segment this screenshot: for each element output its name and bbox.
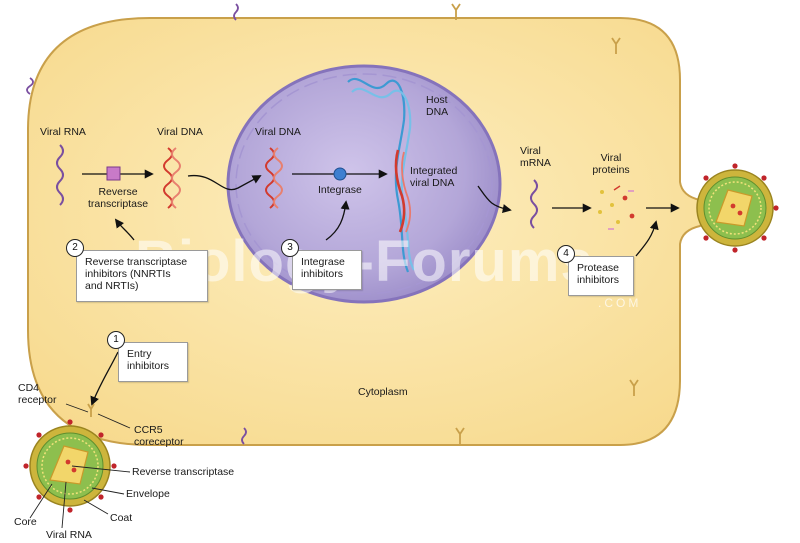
label-cd4-receptor: CD4 receptor: [18, 382, 57, 406]
label-viral-mrna: Viral mRNA: [520, 145, 551, 169]
watermark-sub: .COM: [598, 296, 642, 310]
viral-dna-helix-1: [163, 147, 181, 209]
label-viral-rna: Viral RNA: [40, 126, 86, 138]
integrase-inhibitor-arrow: [325, 200, 350, 241]
rt-inhibitor-arrow: [114, 218, 135, 241]
rt-inhibitors-box: Reverse transcriptase inhibitors (NNRTIs…: [76, 250, 208, 302]
label-viral-dna-1: Viral DNA: [157, 126, 203, 138]
rt-inhibitors-text: Reverse transcriptase inhibitors (NNRTIs…: [85, 256, 188, 292]
step-1-badge: 1: [107, 331, 125, 349]
label-envelope: Envelope: [126, 488, 170, 500]
label-ccr5-coreceptor: CCR5 coreceptor: [134, 424, 184, 448]
label-virion-viral-rna: Viral RNA: [46, 529, 92, 541]
label-reverse-transcriptase: Reverse transcriptase: [87, 186, 149, 210]
label-integrated-viral-dna: Integrated viral DNA: [410, 165, 458, 189]
viral-dna-helix-2: [265, 147, 283, 209]
viral-protein-fragments: [598, 185, 635, 230]
integrase-enzyme: [333, 167, 347, 181]
protease-inhibitor-arrow: [635, 220, 659, 257]
protease-inhibitors-box: Protease inhibitors: [568, 256, 634, 296]
free-virion: [29, 425, 111, 507]
label-integrase: Integrase: [318, 184, 362, 196]
entry-inhibitors-text: Entry inhibitors: [127, 348, 170, 372]
label-cytoplasm: Cytoplasm: [358, 386, 408, 398]
integrase-inhibitors-box: Integrase inhibitors: [292, 250, 362, 290]
label-viral-proteins: Viral proteins: [592, 152, 630, 176]
step-3-badge: 3: [281, 239, 299, 257]
label-coat: Coat: [110, 512, 133, 524]
label-host-dna: Host DNA: [426, 94, 449, 118]
watermark: Biology-Forums: [135, 229, 594, 294]
entry-inhibitors-box: Entry inhibitors: [118, 342, 188, 382]
step-2-badge: 2: [66, 239, 84, 257]
mrna-export-arrow: [477, 185, 512, 214]
step-4-badge: 4: [557, 245, 575, 263]
integrase-inhibitors-text: Integrase inhibitors: [301, 256, 345, 280]
viral-rna-strand: [56, 144, 64, 206]
membrane-receptors: [26, 3, 639, 445]
budding-virion: [696, 169, 774, 247]
label-core: Core: [14, 516, 37, 528]
viral-mrna-strand: [530, 179, 538, 229]
budding-virion-spikes: [703, 163, 779, 253]
label-viral-dna-2: Viral DNA: [255, 126, 301, 138]
dna-import-arrow: [187, 174, 262, 191]
integrated-viral-dna-segment: [394, 149, 406, 233]
entry-arrow: [90, 351, 119, 406]
reverse-transcriptase-enzyme: [106, 166, 121, 181]
free-virion-spikes: [23, 419, 117, 513]
label-virion-reverse-transcriptase: Reverse transcriptase: [132, 466, 235, 478]
integrated-viral-dna-segment-2: [401, 151, 412, 233]
protease-inhibitors-text: Protease inhibitors: [577, 262, 620, 286]
leader-lines: [29, 403, 131, 529]
